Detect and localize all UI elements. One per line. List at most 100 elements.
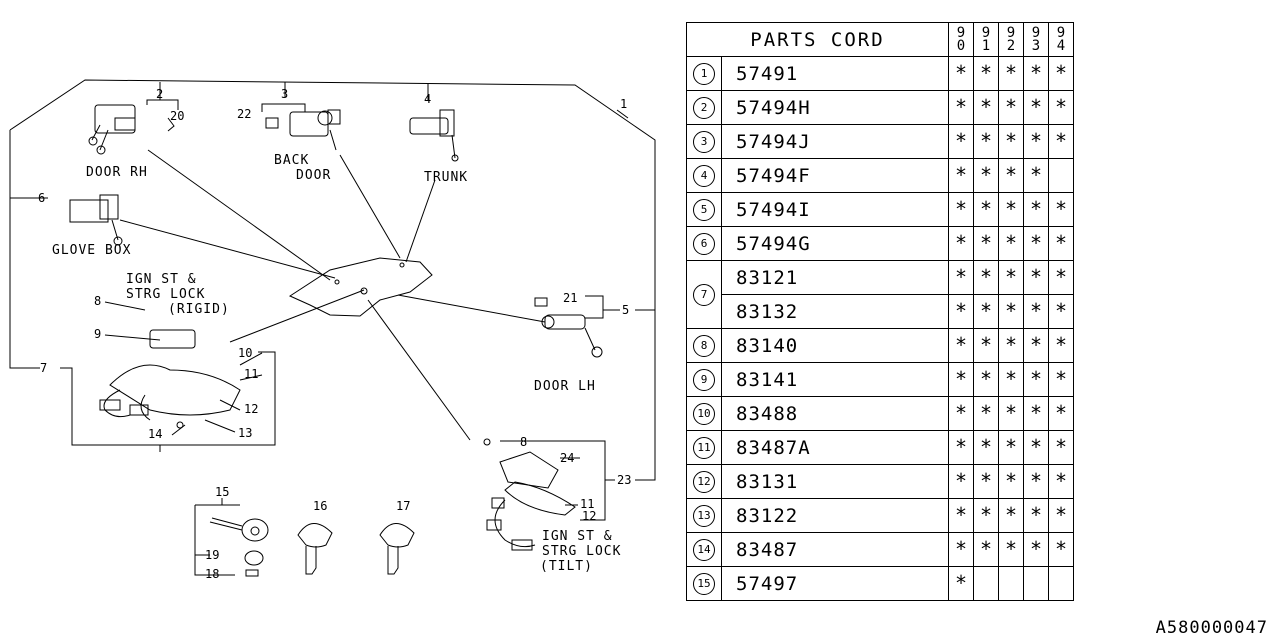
year-fit-cell: * [1023,464,1049,499]
row-index-cell: 11 [686,430,722,465]
part-number-cell: 83131 [721,464,949,499]
fit-mark: * [1054,332,1068,357]
year-fit-cell: * [948,294,974,329]
fit-mark: * [979,536,993,561]
index-circle: 7 [693,284,715,306]
part-number-cell: 83487A [721,430,949,465]
index-circle: 14 [693,539,715,561]
year-fit-cell [998,566,1024,601]
label-door-lh: DOOR LH [534,379,596,394]
fit-mark: * [1054,60,1068,85]
year-fit-cell: * [1048,464,1074,499]
callout-12-tilt: 12 [582,509,596,523]
year-fit-cell: * [948,532,974,567]
callout-2: 2 [156,87,163,101]
year-fit-cell: * [998,226,1024,261]
callout-18: 18 [205,567,219,581]
year-fit-cell: * [1048,56,1074,91]
year-fit-cell: * [998,532,1024,567]
row-index-cell: 6 [686,226,722,261]
index-circle: 10 [693,403,715,425]
part-number-cell: 57494F [721,158,949,193]
fit-mark: * [1004,468,1018,493]
year-fit-cell: * [948,226,974,261]
part-number-cell: 83132 [721,294,949,329]
year-fit-cell: * [973,430,999,465]
fit-mark: * [954,128,968,153]
index-circle: 11 [693,437,715,459]
year-fit-cell: * [948,328,974,363]
fit-mark: * [1004,128,1018,153]
year-fit-cell: * [1023,430,1049,465]
row-index-cell: 5 [686,192,722,227]
fit-mark: * [1004,298,1018,323]
fit-mark: * [954,196,968,221]
fit-mark: * [1029,332,1043,357]
fit-mark: * [979,196,993,221]
label-ign-tilt-line2: STRG LOCK [542,544,621,559]
fit-mark: * [954,60,968,85]
year-fit-cell: * [973,124,999,159]
fit-mark: * [954,230,968,255]
fit-mark: * [1029,230,1043,255]
label-ign-rigid-line2: STRG LOCK [126,287,205,302]
year-fit-cell: * [998,294,1024,329]
fit-mark: * [1054,366,1068,391]
year-fit-cell: * [948,124,974,159]
year-fit-cell: * [998,328,1024,363]
row-index-cell: 1 [686,56,722,91]
fit-mark: * [1004,264,1018,289]
fit-mark: * [1029,94,1043,119]
year-fit-cell: * [1023,192,1049,227]
callout-8-rigid: 8 [94,294,101,308]
fit-mark: * [1054,536,1068,561]
fit-mark: * [979,94,993,119]
fit-mark: * [954,162,968,187]
year-fit-cell: * [973,90,999,125]
year-fit-cell: * [1023,498,1049,533]
year-fit-cell: * [1048,294,1074,329]
fit-mark: * [1029,128,1043,153]
callout-7: 7 [40,361,47,375]
part-number-cell: 83122 [721,498,949,533]
year-fit-cell: * [948,362,974,397]
fit-mark: * [1029,298,1043,323]
callout-9: 9 [94,327,101,341]
year-fit-cell: * [998,192,1024,227]
part-number-cell: 57491 [721,56,949,91]
year-fit-cell: * [1048,498,1074,533]
year-fit-cell: * [998,396,1024,431]
year-fit-cell: * [948,158,974,193]
fit-mark: * [1054,94,1068,119]
fit-mark: * [954,264,968,289]
fit-mark: * [1054,468,1068,493]
row-index-cell: 10 [686,396,722,431]
index-circle: 2 [693,97,715,119]
year-fit-cell [1048,566,1074,601]
label-ign-rigid-line1: IGN ST & [126,272,197,287]
row-index-cell: 4 [686,158,722,193]
year-fit-cell: * [998,124,1024,159]
fit-mark: * [1029,60,1043,85]
fit-mark: * [979,128,993,153]
year-fit-cell: * [1023,396,1049,431]
year-fit-cell: * [1023,90,1049,125]
fit-mark: * [954,502,968,527]
callout-19: 19 [205,548,219,562]
year-fit-cell: * [973,464,999,499]
year-fit-cell: * [973,294,999,329]
year-fit-cell: * [973,498,999,533]
label-ign-tilt-line1: IGN ST & [542,529,613,544]
year-fit-cell: * [998,464,1024,499]
fit-mark: * [1029,264,1043,289]
fit-mark: * [954,434,968,459]
